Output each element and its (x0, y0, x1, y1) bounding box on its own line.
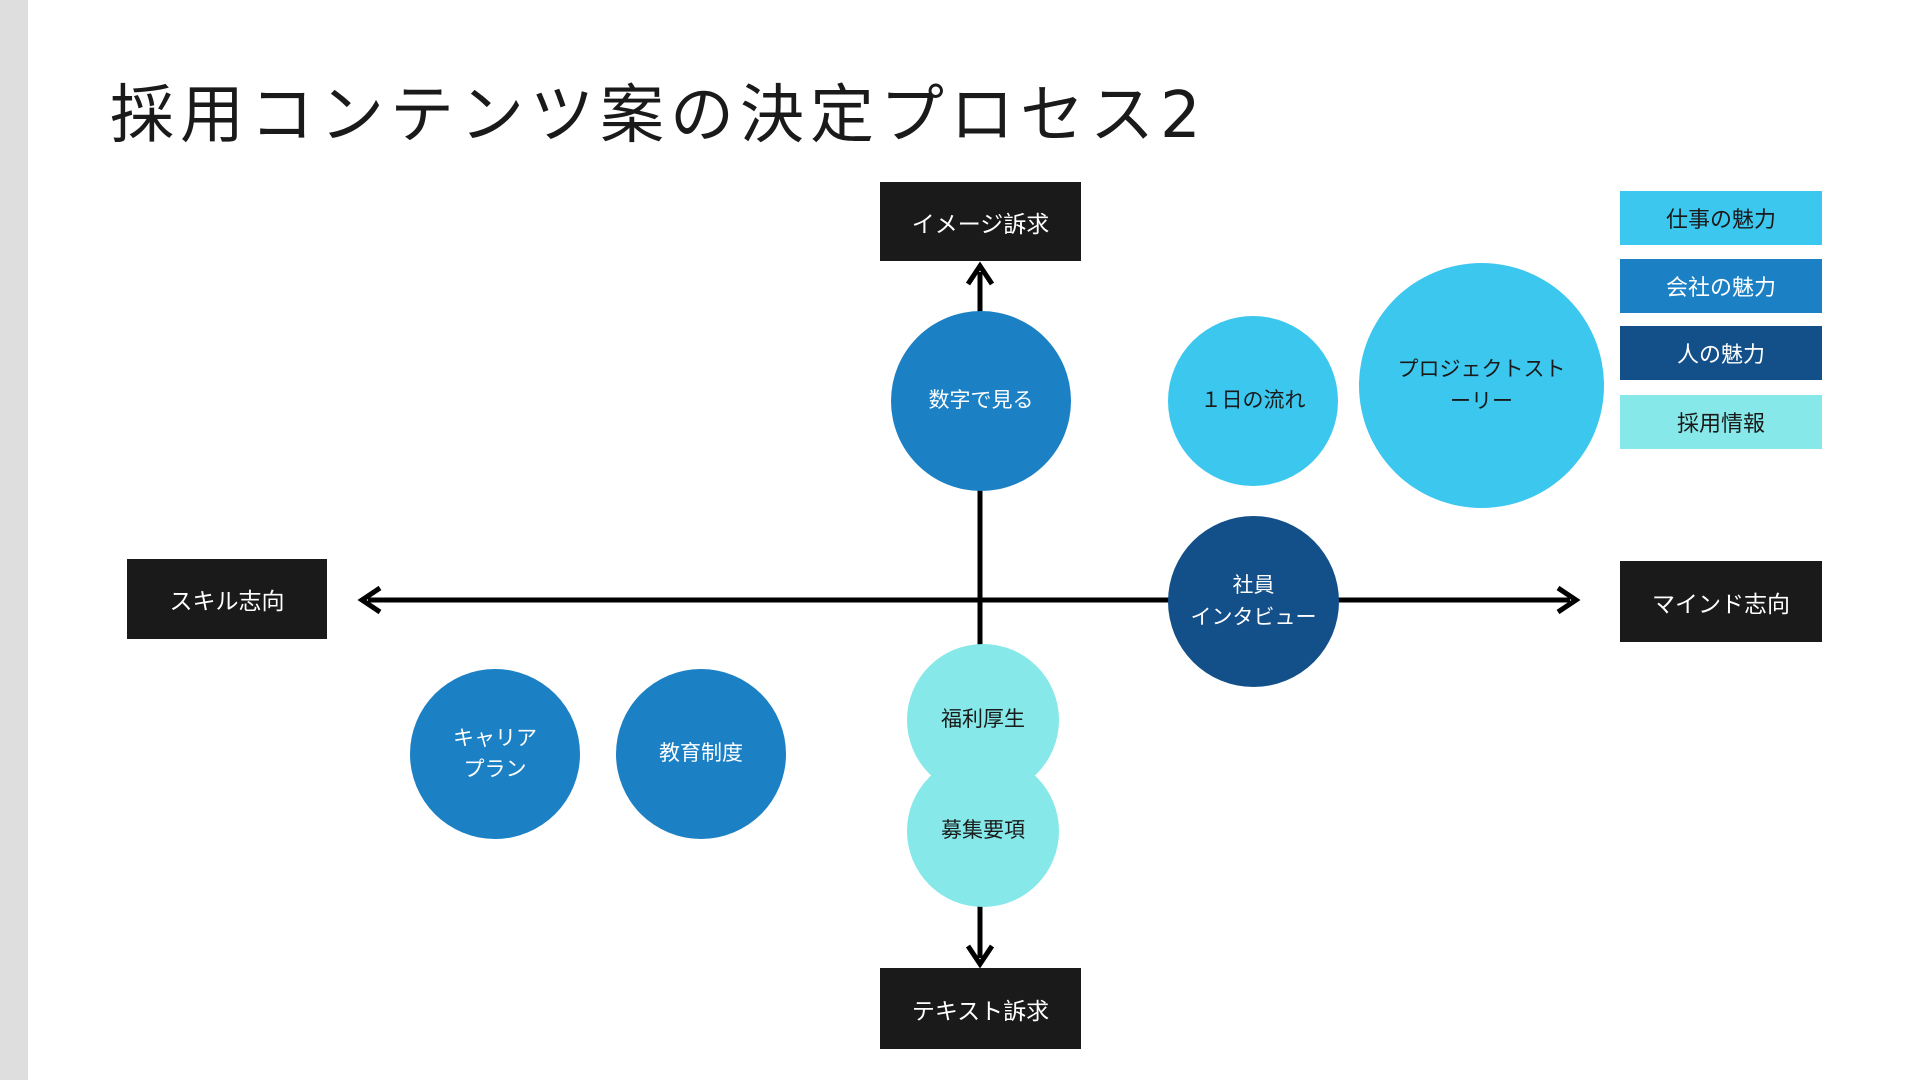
bubble-career-plan: キャリア プラン (410, 669, 580, 839)
bubble-recruitment-label: 募集要項 (941, 818, 1025, 843)
bubble-education: 教育制度 (616, 669, 786, 839)
bubble-project-story-line2: ーリー (1450, 388, 1513, 413)
arrowhead-right (1556, 585, 1581, 615)
bubble-welfare: 福利厚生 (907, 644, 1059, 796)
bubble-day-flow: １日の流れ (1168, 316, 1338, 486)
axis-label-left: スキル志向 (127, 559, 327, 639)
bubble-project-story-line1: プロジェクトスト (1397, 357, 1566, 381)
bubble-education-label: 教育制度 (659, 741, 743, 766)
bubble-project-story: プロジェクトスト ーリー (1359, 263, 1604, 508)
arrowhead-up (965, 261, 995, 286)
page-title: 採用コンテンツ案の決定プロセス2 (110, 79, 1207, 153)
axis-label-right: マインド志向 (1620, 561, 1822, 642)
arrowhead-down (965, 944, 995, 969)
bubble-employee-interview: 社員 インタビュー (1168, 516, 1339, 687)
bubble-career-plan-line1: キャリア (453, 725, 537, 750)
legend-item-work: 仕事の魅力 (1620, 191, 1822, 245)
legend-item-recruitment: 採用情報 (1620, 395, 1822, 449)
bubble-numbers: 数字で見る (891, 311, 1071, 491)
bubble-welfare-label: 福利厚生 (941, 707, 1025, 732)
legend-item-company: 会社の魅力 (1620, 259, 1822, 313)
bubble-numbers-label: 数字で見る (928, 388, 1034, 413)
legend-item-people: 人の魅力 (1620, 326, 1822, 380)
left-edge-strip (0, 0, 28, 1080)
axis-label-bottom: テキスト訴求 (880, 968, 1081, 1049)
arrowhead-left (357, 585, 382, 615)
bubble-employee-interview-line1: 社員 (1232, 573, 1275, 597)
bubble-career-plan-line2: プラン (463, 757, 527, 781)
axis-label-top: イメージ訴求 (880, 182, 1081, 261)
bubble-employee-interview-line2: インタビュー (1190, 604, 1317, 629)
bubble-day-flow-label: １日の流れ (1200, 388, 1306, 413)
